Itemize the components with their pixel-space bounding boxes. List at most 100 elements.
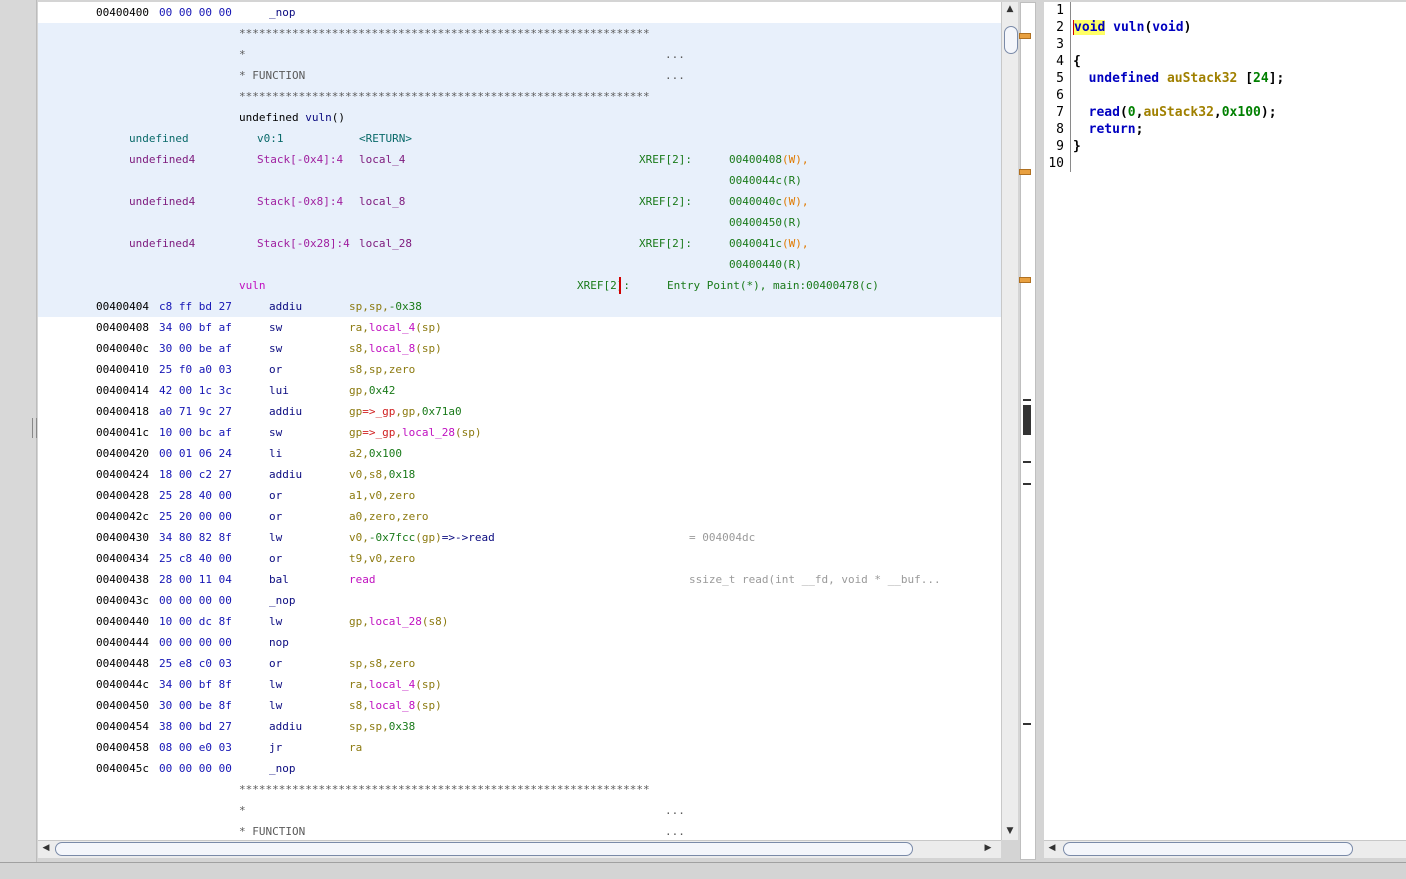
mnemonic[interactable]: lw — [269, 699, 283, 712]
mnemonic[interactable]: addiu — [269, 720, 303, 733]
operand-token[interactable]: (sp) — [454, 426, 482, 439]
variable-row-xref[interactable]: 0040044c(R) — [38, 170, 1001, 191]
operand-token[interactable]: =>_gp — [362, 426, 396, 439]
code-token[interactable]: auStack32 — [1143, 105, 1214, 120]
address[interactable]: 0040045c — [96, 762, 149, 775]
operand-token[interactable]: a2, — [349, 447, 369, 460]
code-token[interactable]: ]; — [1268, 71, 1285, 86]
operands[interactable]: gp,local_28(s8) — [349, 611, 448, 632]
operand-token[interactable]: (sp) — [415, 342, 442, 355]
code-token[interactable]: auStack32 — [1166, 71, 1238, 86]
xref-address[interactable]: 0040041c — [729, 237, 782, 250]
code-token[interactable]: ; — [1135, 122, 1144, 137]
operand-token[interactable]: 0x100 — [368, 447, 402, 460]
code-token[interactable]: undefined — [1088, 71, 1160, 86]
operands[interactable]: gp=>_gp,local_28(sp) — [349, 422, 481, 443]
xref-entry[interactable]: Entry Point(*), main:00400478(c) — [667, 279, 879, 292]
operand-token[interactable]: gp — [349, 426, 363, 439]
operand-token[interactable]: local_28 — [368, 615, 422, 628]
comment-line[interactable]: * FUNCTION... — [38, 821, 1001, 840]
overview-marker[interactable] — [1019, 33, 1031, 39]
scroll-down-arrow-icon[interactable]: ▼ — [1006, 826, 1014, 836]
operand-token[interactable]: =>_gp — [362, 405, 396, 418]
operand-token[interactable]: , — [395, 426, 402, 439]
code-token[interactable]: ( — [1119, 105, 1128, 120]
address[interactable]: 00400400 — [96, 6, 149, 19]
mnemonic[interactable]: or — [269, 489, 283, 502]
operands[interactable]: sp,sp,-0x38 — [349, 296, 422, 317]
function-signature[interactable]: undefined vuln() — [38, 107, 1001, 128]
operand-token[interactable]: gp — [349, 405, 363, 418]
address[interactable]: 00400418 — [96, 405, 149, 418]
variable-name[interactable]: local_28 — [359, 237, 412, 250]
code-token[interactable]: 0x100 — [1221, 105, 1261, 120]
operands[interactable]: read — [349, 569, 376, 590]
mnemonic[interactable]: addiu — [269, 468, 303, 481]
vertical-scroll-thumb[interactable] — [1004, 26, 1018, 54]
comment-line[interactable]: *... — [38, 44, 1001, 65]
scroll-left-arrow-icon[interactable]: ◀ — [42, 843, 50, 853]
operands[interactable]: a2,0x100 — [349, 443, 402, 464]
decompiler-line[interactable]: 8 return; — [1044, 121, 1404, 138]
variable-name[interactable]: <RETURN> — [359, 132, 412, 145]
code-token[interactable]: ( — [1144, 20, 1153, 35]
mnemonic[interactable]: lw — [269, 531, 283, 544]
operand-token[interactable]: sp,sp, — [349, 720, 389, 733]
address[interactable]: 00400444 — [96, 636, 149, 649]
address[interactable]: 00400408 — [96, 321, 149, 334]
address[interactable]: 0040044c — [96, 678, 149, 691]
address[interactable]: 0040042c — [96, 510, 149, 523]
operands[interactable]: v0,s8,0x18 — [349, 464, 415, 485]
address[interactable]: 00400410 — [96, 363, 149, 376]
operand-token[interactable]: (sp) — [415, 699, 442, 712]
decompiler-line[interactable]: 10 — [1044, 155, 1404, 172]
mnemonic[interactable]: lui — [269, 384, 289, 397]
operand-token[interactable]: s8, — [349, 342, 369, 355]
mnemonic[interactable]: jr — [269, 741, 283, 754]
variable-type[interactable]: undefined4 — [129, 237, 196, 250]
code-token[interactable] — [1159, 71, 1167, 86]
operand-token[interactable]: read — [349, 573, 376, 586]
scroll-left-arrow-icon[interactable]: ◀ — [1048, 843, 1056, 853]
signature-return-type[interactable]: undefined — [239, 111, 306, 124]
operand-token[interactable]: s8, — [349, 699, 369, 712]
xref-entry[interactable]: 0040040c(W), — [729, 191, 808, 212]
code-token[interactable] — [1073, 122, 1089, 137]
operand-token[interactable]: local_28 — [402, 426, 455, 439]
operands[interactable]: t9,v0,zero — [349, 548, 415, 569]
address[interactable]: 00400434 — [96, 552, 149, 565]
comment-line[interactable]: ****************************************… — [38, 23, 1001, 44]
overview-marker[interactable] — [1019, 169, 1031, 175]
operand-token[interactable]: local_4 — [368, 678, 416, 691]
variable-row-xref[interactable]: 00400450(R) — [38, 212, 1001, 233]
mnemonic[interactable]: nop — [269, 636, 289, 649]
decompiler-line[interactable]: 3 — [1044, 36, 1404, 53]
operand-token[interactable]: ra, — [349, 321, 369, 334]
operands[interactable]: ra,local_4(sp) — [349, 674, 442, 695]
code-token[interactable] — [1073, 105, 1089, 120]
operands[interactable]: a1,v0,zero — [349, 485, 415, 506]
operand-token[interactable]: (sp) — [415, 678, 442, 691]
decompiler-line[interactable]: 1 — [1044, 2, 1404, 19]
comment-line[interactable]: *... — [38, 800, 1001, 821]
operands[interactable]: sp,s8,zero — [349, 653, 415, 674]
code-token[interactable]: read — [1088, 105, 1120, 120]
